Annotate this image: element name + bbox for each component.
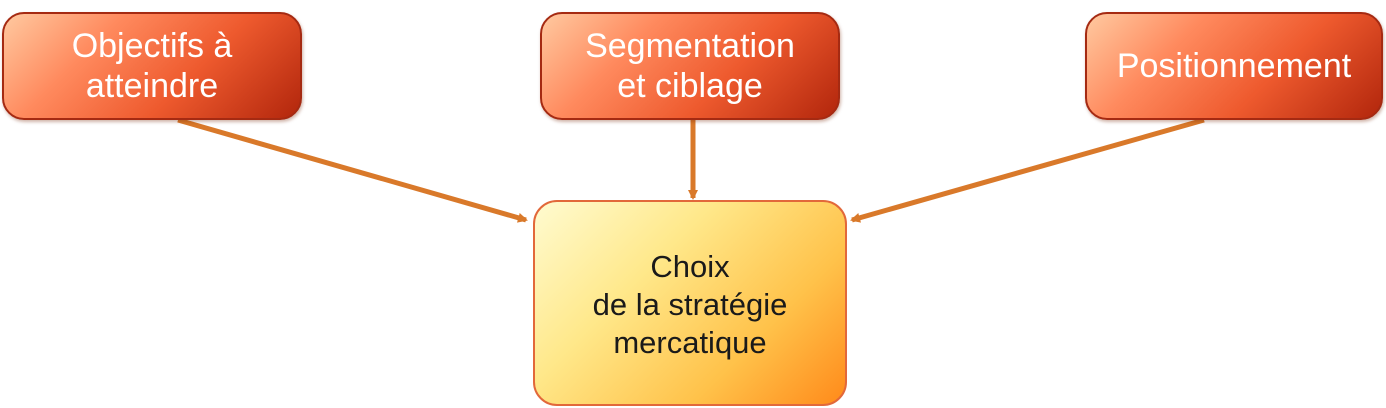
target-box-line-1: Choix (650, 249, 730, 284)
source-box-objectifs: Objectifs à atteindre (2, 12, 302, 120)
source-box-objectifs-line-2: atteindre (85, 67, 219, 105)
arrow-right-to-target (850, 117, 1205, 223)
arrow-left-to-target (177, 117, 528, 223)
source-box-positionnement: Positionnement (1085, 12, 1383, 120)
source-box-segmentation-line-1: Segmentation (585, 27, 795, 65)
source-box-segmentation: Segmentation et ciblage (540, 12, 840, 120)
target-box-strategie: Choix de la stratégie mercatique (533, 200, 847, 406)
target-box-line-2: de la stratégie (592, 287, 788, 322)
source-box-segmentation-line-2: et ciblage (617, 67, 763, 105)
source-box-objectifs-line-1: Objectifs à (71, 27, 233, 65)
target-box-line-3: mercatique (613, 325, 767, 360)
source-box-positionnement-line-1: Positionnement (1116, 47, 1352, 85)
